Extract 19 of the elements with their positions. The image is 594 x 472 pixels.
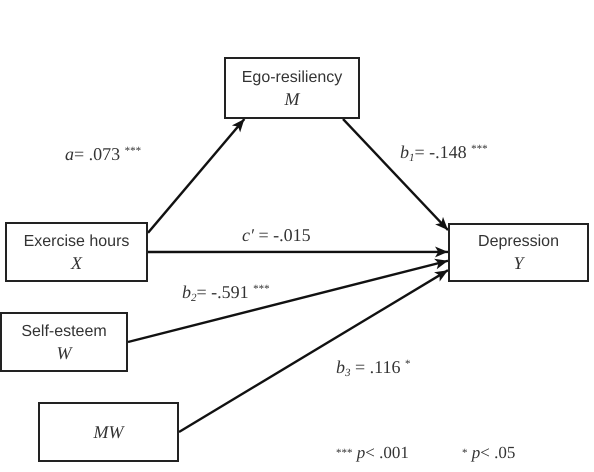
arrow [178, 269, 449, 434]
variable-box [0, 312, 128, 372]
arrow [147, 118, 246, 234]
variable-name: Exercise hours [24, 232, 130, 252]
arrow [148, 246, 448, 258]
variable-box [224, 57, 360, 119]
variable-name: Depression [478, 232, 559, 252]
arrow [342, 118, 449, 231]
variable-symbol: W [56, 342, 72, 364]
variable-box [38, 402, 179, 462]
variable-name: Ego-resiliency [242, 68, 342, 88]
arrow [128, 258, 448, 344]
variable-box [448, 223, 589, 282]
variable-symbol: X [71, 252, 82, 274]
variable-box [5, 222, 148, 282]
variable-symbol: MW [94, 421, 124, 443]
variable-symbol: Y [513, 252, 524, 274]
variable-symbol: M [284, 88, 300, 110]
variable-name: Self-esteem [21, 322, 107, 342]
